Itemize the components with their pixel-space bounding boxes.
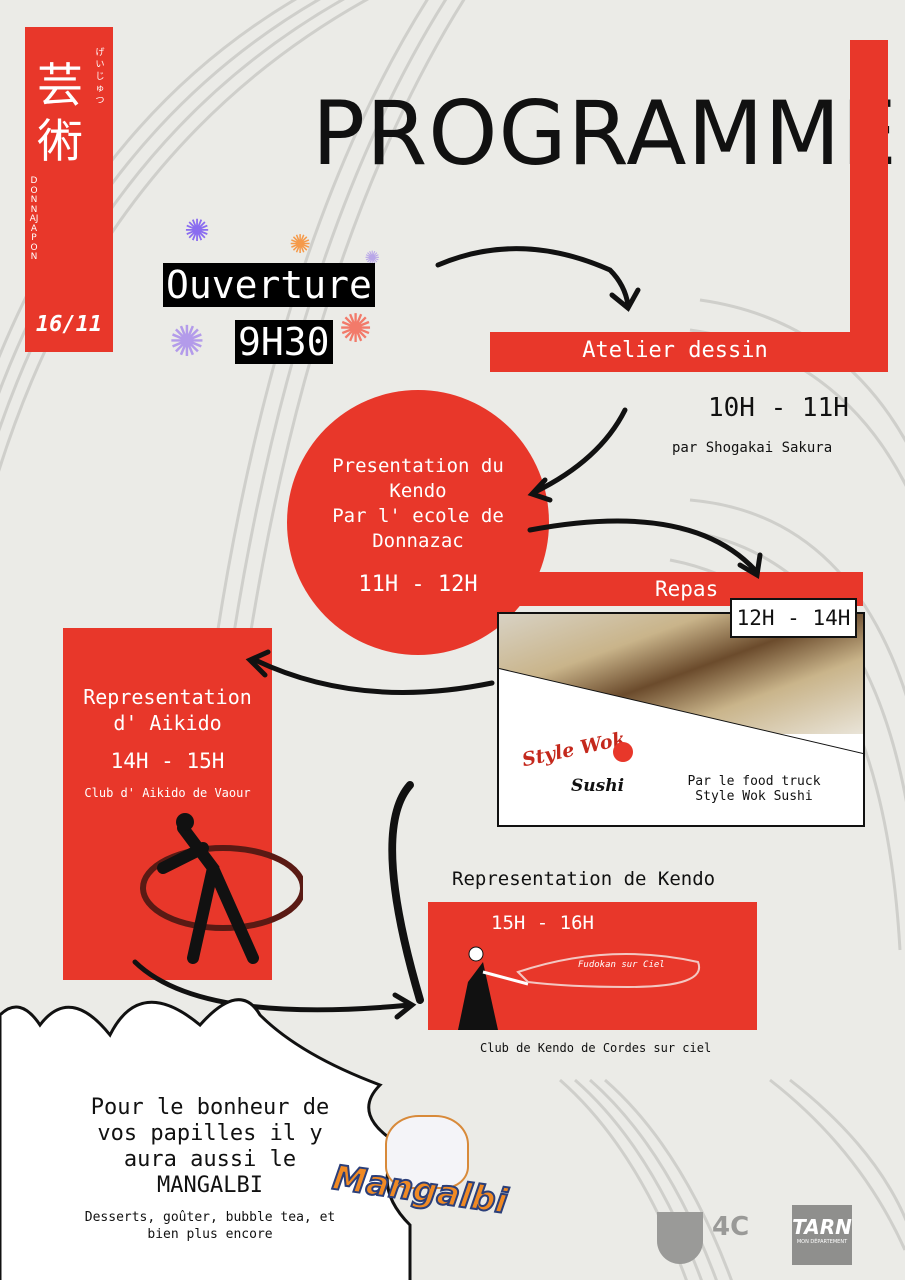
atelier-bar: Atelier dessin <box>490 332 888 372</box>
bubble-subtext: Desserts, goûter, bubble tea, et <box>84 1210 336 1225</box>
opening-time: 9H30 <box>235 320 333 364</box>
bubble-line: MANGALBI <box>157 1173 263 1198</box>
tarn-logo-text: TARN <box>792 1215 852 1239</box>
community-logo: 4C <box>712 1212 750 1242</box>
kendo-presentation-circle: Presentation du Kendo Par l' ecole de Do… <box>287 390 549 655</box>
kana-reading: げいじゅつ <box>95 48 105 106</box>
fireworks-icon: ✺ <box>170 305 204 370</box>
fireworks-icon: ✺ <box>290 222 311 262</box>
atelier-title: Atelier dessin <box>582 338 768 363</box>
kendo-club: Club de Kendo de Cordes sur ciel <box>480 1041 712 1055</box>
aikido-panel: Representation d' Aikido 14H - 15H Club … <box>63 628 303 980</box>
kendo-presentation-line: Presentation du <box>332 455 504 477</box>
aikido-time: 14H - 15H <box>110 749 225 773</box>
opening-label: Ouverture <box>163 263 375 307</box>
kendo-presentation-time: 11H - 12H <box>358 572 478 597</box>
fox-mascot-icon <box>385 1115 469 1189</box>
logo-circle-icon <box>613 742 633 762</box>
kendo-banner-text: Fudokan sur Ciel <box>578 960 665 970</box>
style-wok-sushi-logo: Style Wok Sushi <box>520 728 651 806</box>
logo-bottom-text: Sushi <box>571 776 625 796</box>
tarn-logo: TARN MON DÉPARTEMENT <box>792 1205 852 1265</box>
fireworks-icon: ✺ <box>185 205 210 251</box>
town-crest-logo <box>657 1212 703 1264</box>
aikido-title: Representation <box>83 685 252 709</box>
atelier-host: par Shogakai Sakura <box>672 440 833 456</box>
repas-time: 12H - 14H <box>730 598 857 638</box>
aikido-illustration <box>140 813 303 964</box>
panel-divider <box>499 668 863 825</box>
kendo-presentation-line: Donnazac <box>372 530 464 552</box>
bubble-line: Pour le bonheur de <box>90 1095 330 1120</box>
bubble-line: vos papilles il y <box>97 1121 323 1146</box>
atelier-time: 10H - 11H <box>708 393 849 423</box>
bubble-line: aura aussi le <box>123 1147 297 1172</box>
kendo-illustration <box>458 946 701 1030</box>
kendo-panel: 15H - 16H Fudokan sur Ciel <box>428 902 757 1030</box>
repas-vendor-line: Par le food truck <box>687 774 821 789</box>
tarn-logo-subtext: MON DÉPARTEMENT <box>796 1239 848 1245</box>
repas-title: Repas <box>655 577 719 601</box>
kendo-time: 15H - 16H <box>491 912 594 934</box>
repas-panel: Style Wok Sushi Par le food truck Style … <box>497 612 865 827</box>
aikido-title: d' Aikido <box>113 711 222 735</box>
bubble-subtext: bien plus encore <box>147 1227 273 1242</box>
frame-bar <box>850 40 888 372</box>
kanji-logo: 芸術 <box>37 58 83 168</box>
kendo-presentation-line: Kendo <box>389 480 447 502</box>
kendo-title: Representation de Kendo <box>452 868 716 890</box>
vertical-label: DONNAJAPON <box>29 176 39 262</box>
kendo-presentation-line: Par l' ecole de <box>332 505 504 527</box>
event-date: 16/11 <box>35 312 103 337</box>
repas-vendor-line: Style Wok Sushi <box>695 789 813 804</box>
page-title: PROGRAMME <box>312 82 898 185</box>
aikido-club: Club d' Aikido de Vaour <box>84 786 251 800</box>
event-banner: 芸術 げいじゅつ DONNAJAPON 16/11 <box>25 27 113 352</box>
